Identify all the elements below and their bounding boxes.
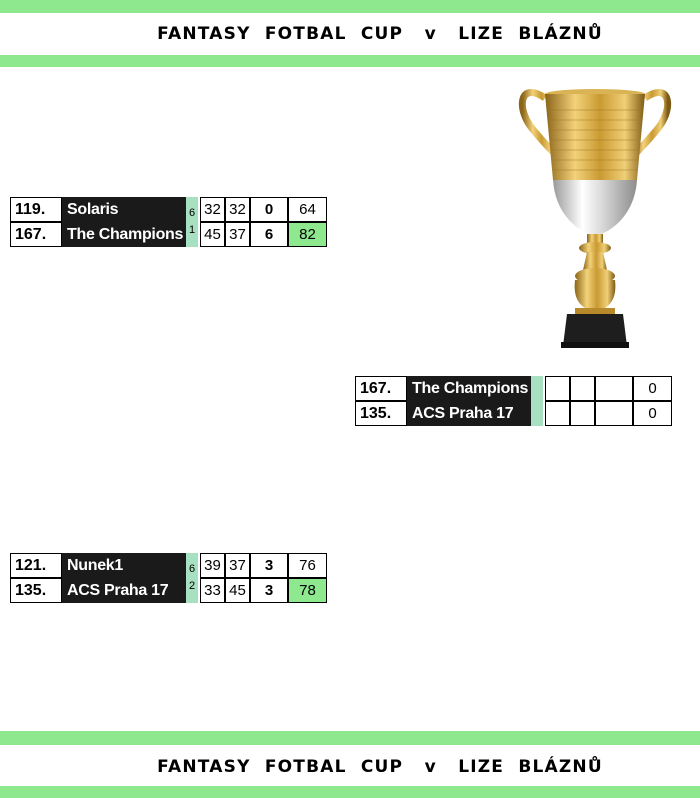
seed-rank: 135. — [355, 401, 407, 426]
footer-top-band — [0, 731, 700, 745]
score-cell — [595, 376, 633, 401]
team-name: ACS Praha 17 — [62, 578, 186, 603]
transfer-mark: 6 — [188, 207, 196, 219]
score-cell: 45 — [200, 222, 225, 247]
score-cell — [570, 376, 595, 401]
score-cell: 32 — [200, 197, 225, 222]
divider-bar — [186, 553, 198, 603]
header-bottom-band — [0, 55, 700, 67]
team-name: Nunek1 — [62, 553, 186, 578]
divider-bar — [531, 376, 543, 426]
seed-rank: 135. — [10, 578, 62, 603]
score-cell: 37 — [225, 553, 250, 578]
score-cell — [570, 401, 595, 426]
team-name: Solaris — [62, 197, 186, 222]
transfer-mark: 2 — [188, 580, 196, 592]
total-cell: 76 — [288, 553, 327, 578]
seed-rank: 121. — [10, 553, 62, 578]
score-cell — [595, 401, 633, 426]
score-cell: 3 — [250, 553, 288, 578]
total-cell: 0 — [633, 401, 672, 426]
team-name: ACS Praha 17 — [407, 401, 531, 426]
team-name: The Champions — [62, 222, 186, 247]
header-top-band — [0, 0, 700, 13]
divider-bar — [186, 197, 198, 247]
score-cell: 3 — [250, 578, 288, 603]
team-name: The Champions — [407, 376, 531, 401]
score-cell: 45 — [225, 578, 250, 603]
total-cell: 0 — [633, 376, 672, 401]
footer-bottom-band — [0, 786, 700, 798]
score-cell: 0 — [250, 197, 288, 222]
score-cell — [545, 376, 570, 401]
score-cell — [545, 401, 570, 426]
seed-rank: 167. — [10, 222, 62, 247]
transfer-mark: 1 — [188, 224, 196, 236]
transfer-mark: 6 — [188, 563, 196, 575]
trophy-icon — [518, 89, 672, 348]
footer-title: FANTASY FOTBAL CUP v LIZE BLÁZNŮ — [157, 757, 603, 777]
score-cell: 33 — [200, 578, 225, 603]
total-cell: 64 — [288, 197, 327, 222]
seed-rank: 167. — [355, 376, 407, 401]
score-cell: 6 — [250, 222, 288, 247]
score-cell: 32 — [225, 197, 250, 222]
score-cell: 37 — [225, 222, 250, 247]
total-cell-winner: 78 — [288, 578, 327, 603]
header-title: FANTASY FOTBAL CUP v LIZE BLÁZNŮ — [157, 24, 603, 44]
score-cell: 39 — [200, 553, 225, 578]
total-cell-winner: 82 — [288, 222, 327, 247]
seed-rank: 119. — [10, 197, 62, 222]
